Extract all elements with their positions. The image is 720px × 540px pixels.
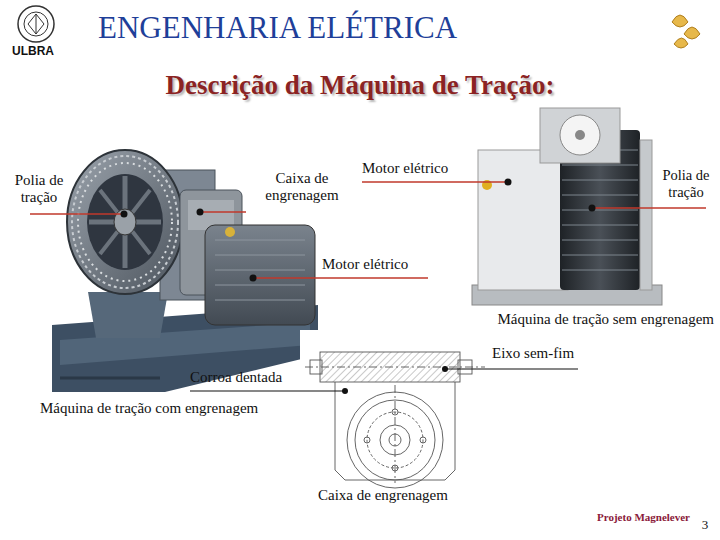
illustration-line	[215, 255, 305, 256]
illustration-circle	[420, 437, 426, 443]
illustration-path	[672, 15, 688, 27]
illustration-rect	[310, 360, 322, 374]
footer-text: Projeto Magnelever	[560, 511, 690, 524]
part-label: Corroa dentada	[190, 369, 315, 386]
figure-caption: Máquina de tração sem engrenagem	[412, 311, 714, 328]
ulbra-emblem	[18, 6, 54, 42]
illustration-circle	[589, 205, 596, 212]
illustration-line	[215, 300, 305, 301]
illustration-line	[215, 240, 305, 241]
illustration-line	[60, 377, 160, 380]
header-text: ENGENHARIA ELÉTRICA	[98, 10, 518, 46]
illustration-rect	[205, 225, 315, 325]
illustration-line	[562, 240, 638, 241]
illustration-circle	[250, 275, 257, 282]
illustration-line	[562, 180, 638, 181]
illustration-line	[200, 211, 246, 213]
illustration-circle	[342, 388, 348, 394]
illustration-line	[562, 255, 638, 256]
illustration-line	[36, 14, 37, 34]
illustration-circle	[24, 12, 48, 36]
illustration-rect	[640, 140, 652, 290]
illustration-ellipse	[114, 209, 136, 235]
illustration-line	[562, 195, 638, 196]
part-label: Polia de tração	[655, 167, 717, 200]
illustration-path	[684, 27, 700, 39]
gearbox-drawing	[300, 330, 490, 488]
part-label: Caixa de engrenagem	[318, 487, 518, 504]
illustration-rect	[458, 360, 472, 374]
illustration-circle	[364, 437, 370, 443]
illustration-line	[100, 190, 150, 254]
gearless-machine	[472, 108, 662, 305]
slide-title: Descrição da Máquina de Tração:	[60, 70, 660, 101]
illustration-circle	[121, 211, 128, 218]
illustration-line	[562, 210, 638, 211]
illustration-polygon	[88, 292, 168, 338]
figure-caption: Máquina de tração com engrenagem	[40, 400, 340, 417]
illustration-circle	[505, 179, 512, 186]
illustration-ellipse	[87, 174, 163, 270]
illustration-circle	[575, 130, 585, 140]
illustration-rect	[300, 330, 490, 485]
illustration-line	[592, 207, 706, 209]
illustration-circle	[197, 209, 204, 216]
illustration-line	[253, 277, 428, 279]
leader-lines	[30, 179, 706, 395]
illustration-line	[395, 385, 396, 483]
illustration-line	[362, 181, 508, 183]
illustration-line	[100, 190, 150, 254]
illustration-circle	[225, 227, 235, 237]
illustration-line	[562, 270, 638, 271]
decorative-logo	[672, 15, 700, 48]
page-number: 3	[696, 518, 714, 533]
illustration-ellipse	[78, 163, 172, 281]
illustration-line	[215, 270, 305, 271]
illustration-line	[562, 225, 638, 226]
part-label: Eixo sem-fim	[492, 345, 592, 362]
part-label: Motor elétrico	[362, 160, 472, 177]
illustration-rect	[478, 150, 568, 290]
illustration-ellipse	[67, 150, 183, 294]
illustration-circle	[442, 366, 448, 372]
geared-machine	[52, 150, 318, 392]
illustration-line	[30, 213, 124, 215]
illustration-line	[215, 285, 305, 286]
part-label: Polia de tração	[4, 172, 74, 207]
illustration-line	[562, 165, 638, 166]
illustration-ellipse	[72, 156, 178, 288]
part-label: Caixa de engrenagem	[250, 170, 354, 205]
illustration-line	[190, 390, 345, 391]
illustration-path	[674, 38, 688, 48]
illustration-circle	[18, 6, 54, 42]
illustration-line	[445, 368, 578, 369]
illustration-circle	[560, 115, 600, 155]
illustration-rect	[540, 108, 620, 163]
logo-text: ULBRA	[12, 45, 62, 59]
illustration-path	[28, 14, 44, 34]
part-label: Motor elétrico	[322, 256, 432, 273]
